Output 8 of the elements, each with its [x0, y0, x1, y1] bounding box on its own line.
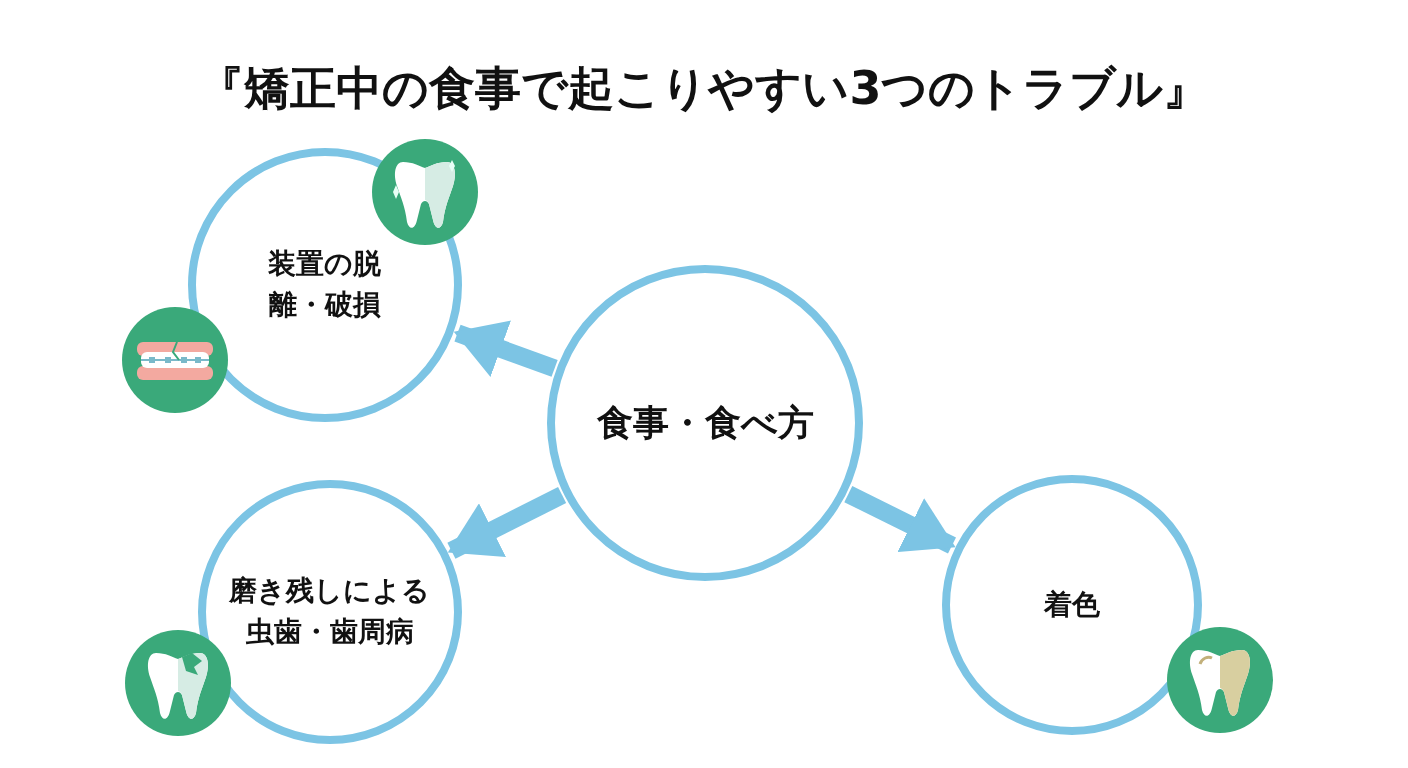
circle-label: 磨き残しによる虫歯・歯周病 — [228, 573, 432, 650]
arrow — [453, 320, 558, 377]
circle-label: 着色 — [1044, 586, 1100, 623]
arrow — [844, 486, 956, 554]
title: 『矯正中の食事で起こりやすい3つのトラブル』 — [197, 60, 1211, 117]
arrow — [447, 486, 567, 559]
circle-label: 装置の脱離・破損 — [267, 246, 383, 323]
circle-label: 食事・食べ方 — [596, 400, 814, 445]
